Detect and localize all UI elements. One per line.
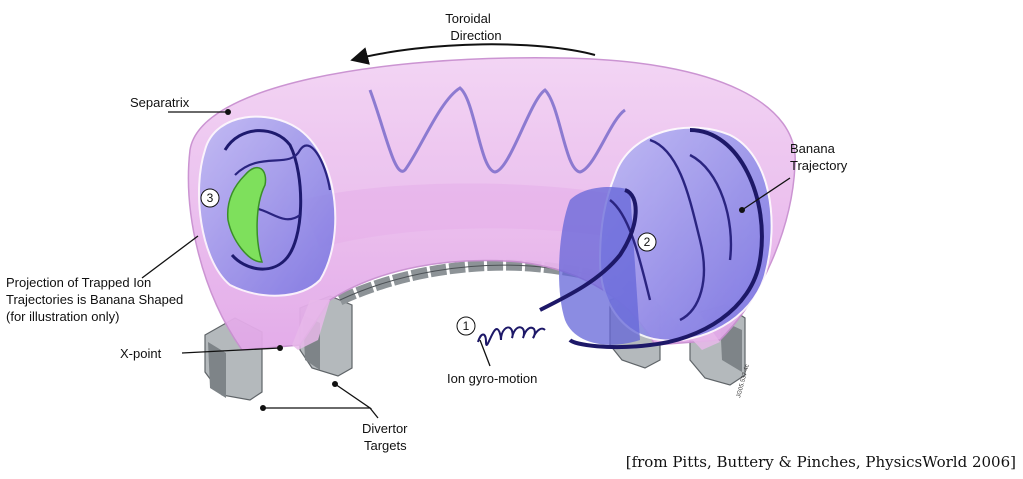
pointer-lines [141, 109, 791, 419]
xpoint-label: X-point [120, 346, 162, 361]
helical-field-line [368, 86, 626, 174]
separatrix-label: Separatrix [130, 95, 190, 110]
torus-inner-band [300, 183, 630, 248]
marker-1: 1 [463, 319, 470, 333]
marker-3: 3 [207, 191, 214, 205]
banana-trajectory-label: Banana [790, 141, 836, 156]
toroidal-direction-label-2: Direction [450, 28, 501, 43]
separatrix-loop [223, 129, 303, 271]
projection-label: Projection of Trapped Ion [6, 275, 151, 290]
divertor-targets-label: Divertor [362, 421, 408, 436]
banana-trajectory-label-2: Trajectory [790, 158, 848, 173]
divertor-plate [208, 342, 226, 398]
marker-1-circle [456, 316, 476, 336]
divertor-targets-label-2: Targets [364, 438, 407, 453]
projection-label-3: (for illustration only) [6, 309, 119, 324]
gyro-helix [477, 326, 546, 346]
inner-leg [292, 300, 330, 350]
ion-path [539, 188, 638, 312]
marker-2-circle [637, 232, 657, 252]
banana-trajectory-line [568, 128, 764, 350]
banana-orbit-shape [226, 166, 267, 263]
toroidal-direction-label: Toroidal [445, 11, 491, 26]
citation: [from Pitts, Buttery & Pinches, PhysicsW… [626, 453, 1016, 471]
orbit-lines-right [609, 138, 733, 322]
marker-3-circle [200, 188, 220, 208]
right-cross-section [539, 126, 773, 350]
projection-label-2: Trajectories is Banana Shaped [6, 292, 183, 307]
toroidal-direction-arrow [350, 43, 596, 65]
plasma-cone [558, 187, 640, 345]
gyro-motion-label: Ion gyro-motion [447, 371, 537, 386]
marker-2: 2 [644, 235, 651, 249]
left-cross-section [197, 115, 337, 297]
